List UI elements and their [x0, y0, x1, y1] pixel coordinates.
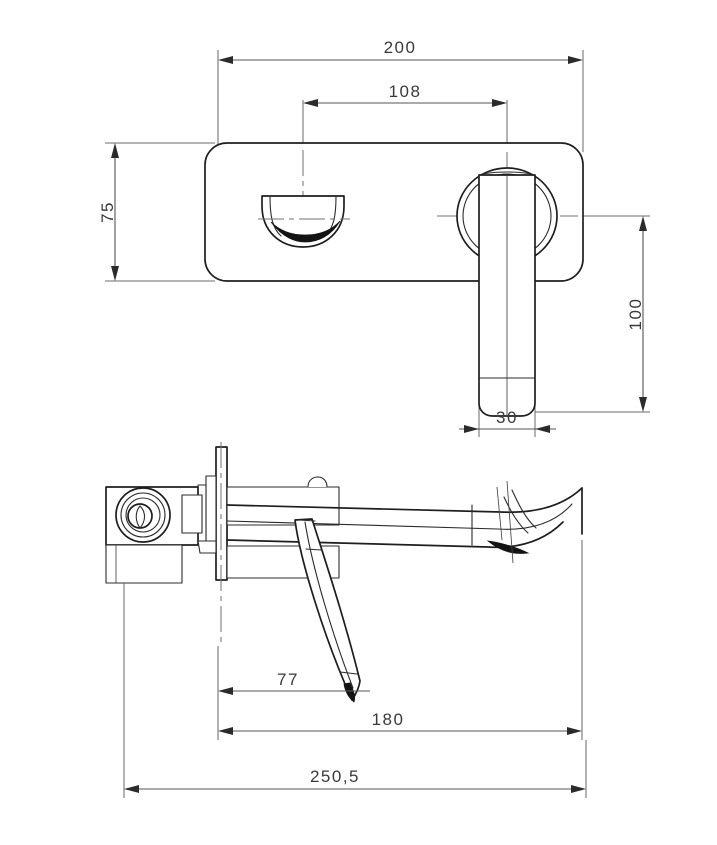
dimension-spout-projection [217, 540, 583, 740]
dimension-plate-width [217, 50, 584, 152]
dimension-plate-height [105, 142, 215, 282]
dimension-label-spout-projection: 180 [372, 710, 405, 729]
dimension-overall-projection [123, 583, 587, 798]
dimension-label-spout-drop: 100 [626, 298, 645, 331]
dimension-lever-projection [217, 646, 370, 700]
side-view-spout [226, 476, 583, 579]
dimension-label-lever-projection: 77 [277, 670, 299, 689]
dimension-label-plate-width: 200 [384, 38, 417, 57]
dimension-label-spout-width: 30 [496, 408, 518, 427]
side-view-lever [294, 518, 361, 703]
spout-front [456, 167, 558, 417]
dimension-label-plate-height: 75 [98, 201, 117, 223]
side-view-wall-body [105, 446, 228, 584]
dimension-label-handle-to-spout: 108 [389, 82, 422, 101]
dimension-label-overall-projection: 250,5 [310, 767, 360, 786]
lever-handle-front [258, 195, 350, 248]
